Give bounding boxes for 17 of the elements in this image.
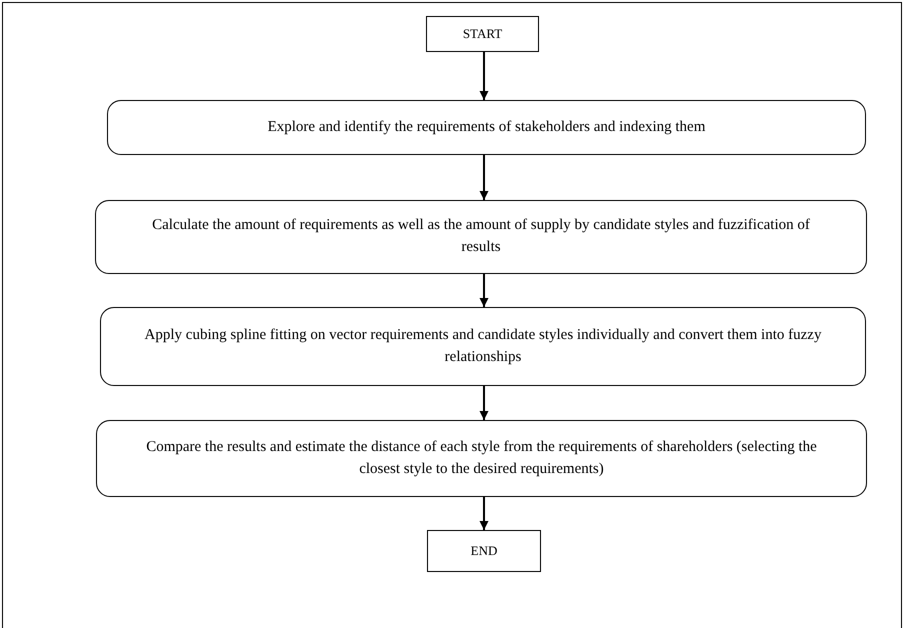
terminal-box (427, 530, 541, 572)
box-text: Calculate the amount of requirements as well as the amount of supply by candidate styles and fuzzification of results (151, 216, 811, 257)
arrow (480, 274, 488, 307)
box-text: Compare the results and estimate the distance of each style from the requirements of shareholders (selecting the closest style to the desired requirements) (145, 438, 818, 478)
arrow (480, 497, 488, 530)
terminal-box (426, 16, 539, 52)
box-text: Apply cubing spline fitting on vector requirements and candidate styles individually and convert them into fuzzy relationships (144, 326, 822, 366)
box-text: END (470, 542, 498, 560)
process-box (100, 307, 866, 386)
box-text: START (462, 24, 502, 43)
arrow (480, 386, 488, 420)
box-text: Explore and identify the requirements of stakeholders and indexing them (268, 118, 706, 137)
process-box (107, 100, 866, 155)
process-box (95, 200, 867, 274)
process-box (96, 420, 867, 497)
arrow (480, 155, 488, 200)
arrow (480, 52, 488, 100)
